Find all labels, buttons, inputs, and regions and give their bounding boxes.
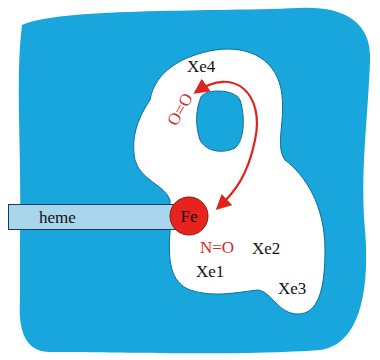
migration-arrow xyxy=(196,82,257,208)
protein-island xyxy=(197,91,244,151)
nitric-oxide: N=O xyxy=(200,239,234,256)
atom-label: Fe xyxy=(181,208,198,225)
iron-atom: Fe xyxy=(169,196,209,236)
xenon-site: Xe3 xyxy=(278,280,306,297)
xenon-site: Xe4 xyxy=(187,58,215,75)
band-label: heme xyxy=(39,209,76,226)
protein-cavity xyxy=(134,49,325,314)
xenon-site: Xe1 xyxy=(196,263,224,280)
protein-body xyxy=(19,8,370,353)
xenon-site: Xe2 xyxy=(252,240,280,257)
heme-band: heme Fe xyxy=(8,204,200,230)
